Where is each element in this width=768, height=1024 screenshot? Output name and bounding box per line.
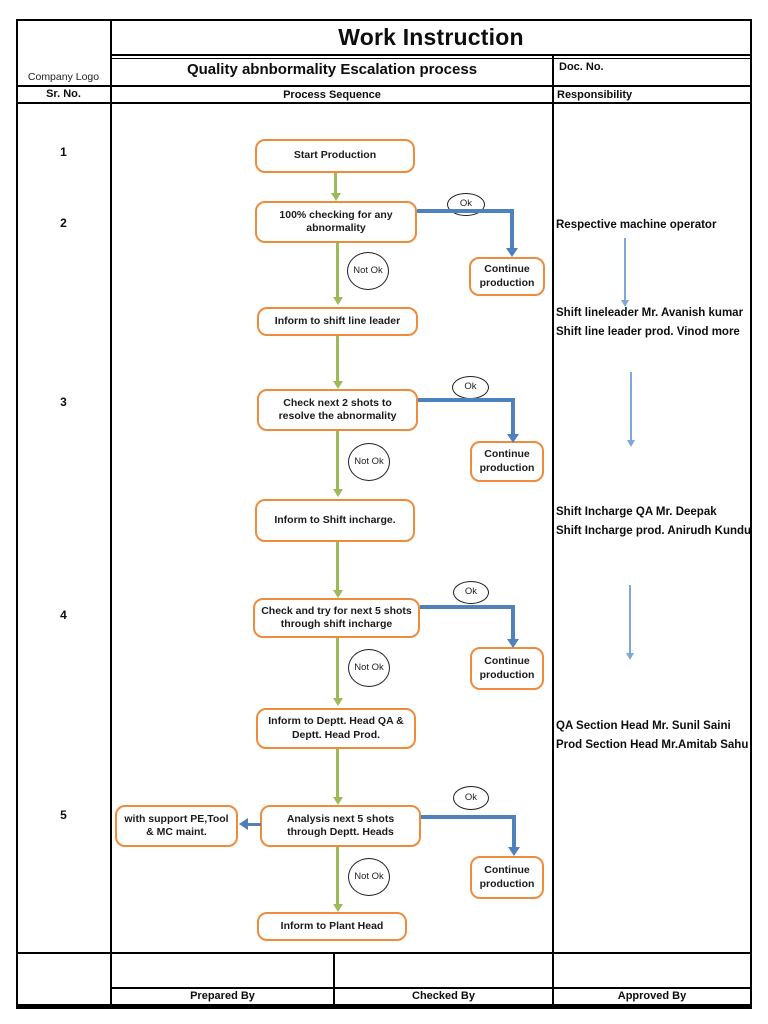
ok-ellipse-4: Ok (453, 786, 489, 810)
green-arrow-check5-to-deptthead (332, 638, 343, 706)
sr-number-4: 4 (60, 608, 67, 622)
flow-node-inform-deptt-head: Inform to Deptt. Head QA & Deptt. Head P… (256, 708, 416, 749)
divider-srno-column (110, 19, 112, 1007)
footer-approved-by: Approved By (617, 990, 687, 1002)
ok-ellipse-3: Ok (453, 581, 489, 604)
responsibility-qa-section-head: QA Section Head Mr. Sunil Saini (556, 720, 731, 732)
responsibility-arrow-3 (626, 585, 634, 660)
company-logo-placeholder: Company Logo (27, 71, 100, 83)
blue-arrowhead-support-left (239, 818, 248, 830)
flow-node-100-checking: 100% checking for any abnormality (255, 201, 417, 243)
line-below-subtitle (16, 85, 751, 87)
green-arrow-check2-to-incharge (332, 431, 343, 497)
flow-node-continue-production-2: Continue production (470, 441, 544, 482)
sr-number-1: 1 (60, 145, 67, 159)
flow-node-check-next-5-shots: Check and try for next 5 shots through s… (253, 598, 420, 638)
green-arrow-lineleader-to-check2 (332, 336, 343, 389)
divider-responsibility-column (552, 54, 554, 1007)
flow-node-inform-shift-incharge: Inform to Shift incharge. (255, 499, 415, 542)
blue-connector-1-horizontal (417, 209, 514, 213)
doc-no-label: Doc. No. (559, 61, 604, 73)
flow-node-analysis-next-5-shots: Analysis next 5 shots through Deptt. Hea… (260, 805, 421, 847)
flow-node-continue-production-4: Continue production (470, 856, 544, 899)
flow-node-inform-plant-head: Inform to Plant Head (257, 912, 407, 941)
blue-connector-3-horizontal (420, 605, 515, 609)
not-ok-ellipse-4: Not Ok (348, 858, 390, 896)
blue-connector-4-vertical (512, 815, 516, 847)
footer-prepared-by: Prepared By (190, 990, 255, 1002)
flow-node-inform-shift-line-leader: Inform to shift line leader (257, 307, 418, 336)
column-header-responsibility: Responsibility (557, 89, 633, 101)
not-ok-ellipse-2: Not Ok (348, 443, 390, 481)
blue-connector-1-vertical (510, 209, 514, 248)
line-below-title (111, 54, 751, 56)
page-title: Work Instruction (338, 24, 524, 50)
blue-arrowhead-1 (506, 248, 518, 257)
not-ok-ellipse-1: Not Ok (347, 252, 389, 290)
blue-connector-2-horizontal (418, 398, 515, 402)
green-arrow-start-to-checking (330, 173, 341, 201)
responsibility-shift-incharge-prod: Shift Incharge prod. Anirudh Kundu (556, 525, 752, 537)
responsibility-machine-operator: Respective machine operator (556, 219, 717, 231)
line-below-column-headers (16, 102, 751, 104)
flow-node-start-production: Start Production (255, 139, 415, 173)
green-arrow-checking-to-lineleader (332, 243, 343, 305)
flow-node-continue-production-3: Continue production (470, 647, 544, 690)
responsibility-arrow-2 (627, 372, 635, 447)
blue-arrowhead-2 (507, 434, 519, 443)
responsibility-shift-lineleader-prod: Shift line leader prod. Vinod more (556, 326, 740, 338)
footer-checked-by: Checked By (412, 990, 475, 1002)
green-arrow-incharge-to-check5 (332, 542, 343, 598)
green-arrow-deptthead-to-analysis (332, 749, 343, 805)
responsibility-arrow-1 (621, 238, 629, 307)
line-above-footer (16, 952, 751, 954)
sr-number-3: 3 (60, 395, 67, 409)
blue-connector-3-vertical (511, 605, 515, 639)
not-ok-ellipse-3: Not Ok (348, 649, 390, 687)
divider-footer-middle (333, 953, 335, 1007)
flow-node-with-support: with support PE,Tool & MC maint. (115, 805, 238, 847)
line-above-footer-labels (111, 987, 751, 989)
blue-connector-support-horizontal (248, 823, 261, 826)
green-arrow-analysis-to-planthead (332, 847, 343, 912)
responsibility-shift-lineleader-qa: Shift lineleader Mr. Avanish kumar (556, 307, 744, 319)
column-header-process-sequence: Process Sequence (283, 89, 381, 101)
responsibility-prod-section-head: Prod Section Head Mr.Amitab Sahu (556, 739, 749, 751)
sr-number-2: 2 (60, 216, 67, 230)
responsibility-shift-incharge-qa: Shift Incharge QA Mr. Deepak (556, 506, 717, 518)
flow-node-check-next-2-shots: Check next 2 shots to resolve the abnorm… (257, 389, 418, 431)
flow-node-continue-production-1: Continue production (469, 257, 545, 296)
column-header-sr-no: Sr. No. (46, 88, 81, 100)
blue-arrowhead-3 (507, 639, 519, 648)
blue-arrowhead-4 (508, 847, 520, 856)
table-outer-border (16, 19, 752, 1009)
ok-ellipse-2: Ok (452, 376, 489, 399)
blue-connector-4-horizontal (421, 815, 516, 819)
line-below-title-2 (111, 58, 751, 59)
page-subtitle: Quality abnbormality Escalation process (186, 61, 478, 78)
sr-number-5: 5 (60, 808, 67, 822)
blue-connector-2-vertical (511, 398, 515, 434)
